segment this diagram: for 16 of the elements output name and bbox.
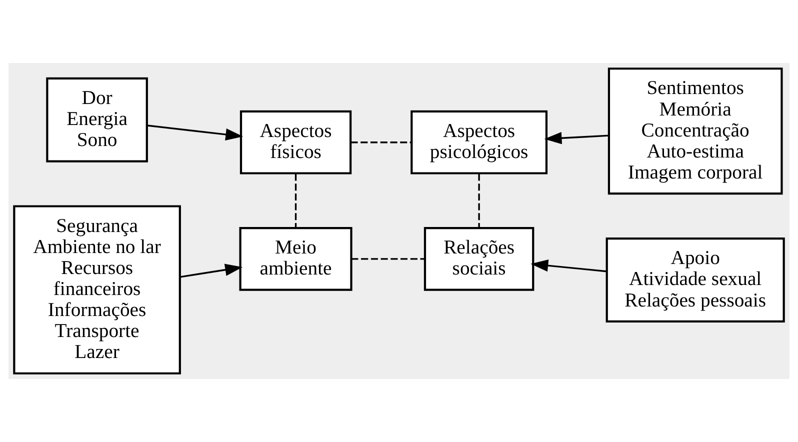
node-box: Sentimentos Memória Concentração Auto-estima Imagem corporal — [608, 68, 783, 195]
node-box: Aspectos físicos — [240, 110, 352, 174]
node-box: Dor Energia Sono — [46, 77, 148, 162]
connector — [350, 142, 412, 144]
arrow — [180, 264, 243, 278]
node-box: Relações sociais — [424, 226, 534, 291]
node-box: Apoio Atividade sexual Relações pessoais — [606, 238, 785, 322]
arrow — [147, 124, 244, 141]
arrow — [544, 132, 609, 144]
connector — [351, 258, 425, 260]
connector — [294, 174, 297, 228]
node-box: Aspectos psicológicos — [410, 110, 548, 174]
arrow — [530, 260, 607, 272]
node-box: Segurança Ambiente no lar Recursos financeiros Informações Transporte Lazer — [13, 205, 181, 374]
node-box: Meio ambiente — [239, 226, 352, 291]
connector — [478, 174, 480, 228]
